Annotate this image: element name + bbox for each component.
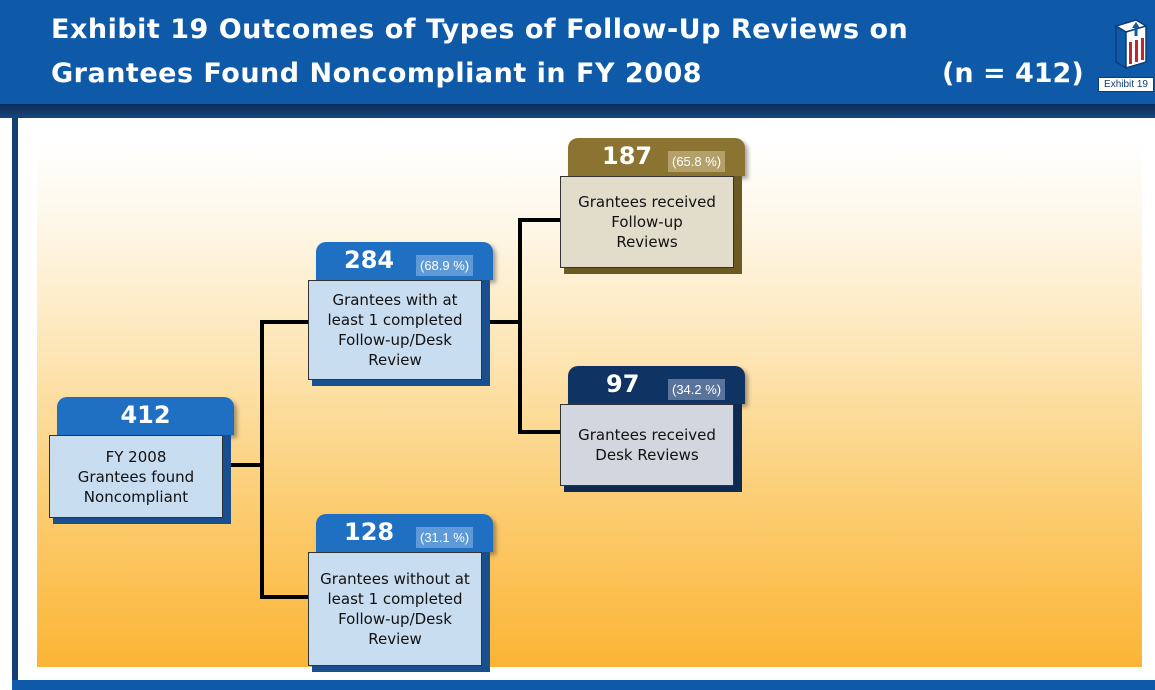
- agency-logo-icon: [1114, 19, 1148, 70]
- node-follow-up-edge: [734, 176, 742, 268]
- node-without-review-edge-bottom: [312, 666, 490, 672]
- node-desk-percent: (34.2 %): [668, 379, 726, 400]
- left-rule: [12, 118, 18, 680]
- node-root-edge: [223, 435, 231, 518]
- node-without-review-box: Grantees without at least 1 completed Fo…: [308, 552, 482, 666]
- node-root-label: FY 2008 Grantees found Noncompliant: [77, 447, 195, 506]
- exhibit-badge-label: Exhibit 19: [1098, 77, 1154, 92]
- node-with-review-percent: (68.9 %): [416, 255, 474, 276]
- bottom-rule: [12, 680, 1155, 690]
- node-desk-label: Grantees received Desk Reviews: [578, 426, 716, 464]
- node-root-edge-bottom: [53, 518, 231, 524]
- node-follow-up-edge-bottom: [564, 268, 742, 274]
- node-without-review-percent: (31.1 %): [416, 527, 474, 548]
- node-follow-up: 187 (65.8 %) Grantees received Follow-up…: [560, 138, 745, 276]
- node-without-review-tab: 128 (31.1 %): [316, 514, 493, 552]
- node-with-review-label: Grantees with at least 1 completed Follo…: [327, 291, 463, 369]
- node-with-review: 284 (68.9 %) Grantees with at least 1 co…: [308, 242, 493, 388]
- node-without-review-edge: [482, 552, 490, 666]
- node-with-review-count: 284: [344, 246, 395, 274]
- node-root-tab: 412: [57, 397, 234, 435]
- node-desk-box: Grantees received Desk Reviews: [560, 404, 734, 486]
- header-bar: [0, 0, 1155, 104]
- node-root-box: FY 2008 Grantees found Noncompliant: [49, 435, 223, 518]
- header-shadow: [0, 104, 1155, 118]
- node-desk-edge-bottom: [564, 486, 742, 492]
- exhibit-title-line-2: Grantees Found Noncompliant in FY 2008: [51, 58, 703, 89]
- node-with-review-edge-bottom: [312, 380, 490, 386]
- node-follow-up-count: 187: [602, 142, 653, 170]
- node-root-count: 412: [120, 401, 171, 429]
- node-follow-up-box: Grantees received Follow-up Reviews: [560, 176, 734, 268]
- node-desk-tab: 97 (34.2 %): [568, 366, 745, 404]
- node-follow-up-tab: 187 (65.8 %): [568, 138, 745, 176]
- node-desk-count: 97: [606, 370, 640, 398]
- node-without-review-label: Grantees without at least 1 completed Fo…: [320, 570, 470, 648]
- node-with-review-tab: 284 (68.9 %): [316, 242, 493, 280]
- exhibit-title-line-1: Exhibit 19 Outcomes of Types of Follow-U…: [51, 14, 909, 45]
- node-follow-up-label: Grantees received Follow-up Reviews: [578, 193, 716, 251]
- node-desk-edge: [734, 404, 742, 486]
- node-without-review-count: 128: [344, 518, 395, 546]
- node-follow-up-percent: (65.8 %): [668, 151, 726, 172]
- node-with-review-box: Grantees with at least 1 completed Follo…: [308, 280, 482, 380]
- node-desk: 97 (34.2 %) Grantees received Desk Revie…: [560, 366, 745, 494]
- node-without-review: 128 (31.1 %) Grantees without at least 1…: [308, 514, 493, 674]
- node-root: 412 FY 2008 Grantees found Noncompliant: [49, 397, 234, 527]
- node-with-review-edge: [482, 280, 490, 380]
- sample-size-label: (n = 412): [942, 58, 1084, 89]
- exhibit-badge: Exhibit 19: [1098, 14, 1154, 94]
